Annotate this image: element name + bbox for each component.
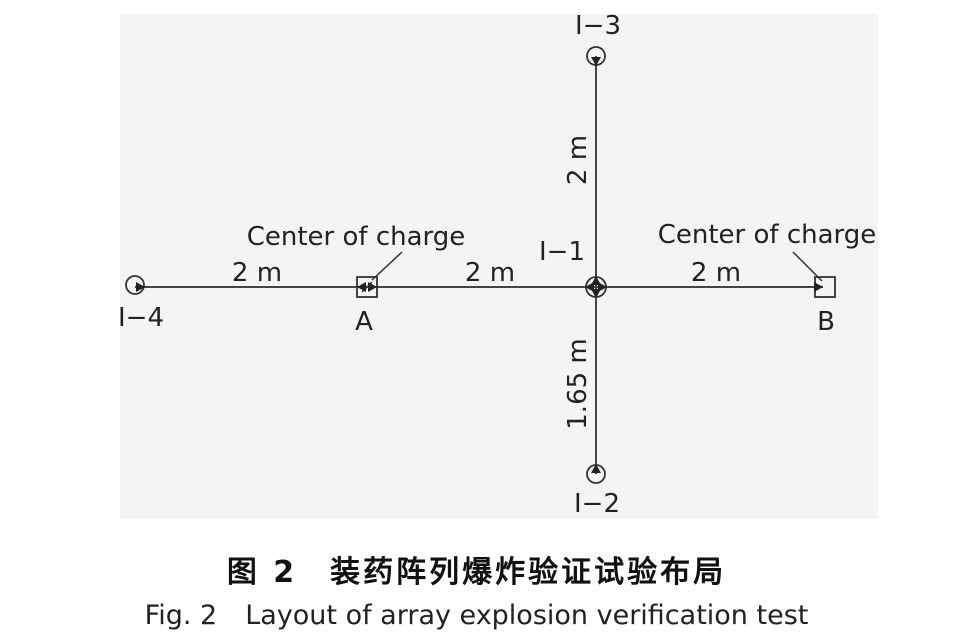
gauge-i3-label: I−3 xyxy=(575,11,621,41)
charge-b-label: B xyxy=(817,307,835,337)
gauge-i4-marker xyxy=(125,275,145,295)
leader-line-a xyxy=(371,251,403,281)
charge-b-marker xyxy=(814,276,836,298)
charge-a-marker xyxy=(356,276,378,298)
caption-english-title: Layout of array explosion verification t… xyxy=(245,600,809,631)
caption-chinese: 图 2 装药阵列爆炸验证试验布局 xyxy=(226,555,727,590)
center-of-charge-label-b: Center of charge xyxy=(658,220,877,250)
diagram-background xyxy=(120,14,878,519)
gauge-i1-label: I−1 xyxy=(539,237,585,267)
caption-english: Fig. 2 Layout of array explosion verifica… xyxy=(0,600,953,631)
caption-figure-number: Fig. 2 xyxy=(144,600,218,631)
center-of-charge-label-a: Center of charge xyxy=(247,222,466,252)
gauge-i2-label: I−2 xyxy=(574,489,620,519)
leader-line-b xyxy=(792,251,823,282)
gauge-i3-marker xyxy=(586,46,606,66)
layout-diagram: I−3 I−1 I−4 I−2 A B Center of charge Cen… xyxy=(118,11,877,519)
charge-a-label: A xyxy=(355,307,373,337)
gauge-i4-label: I−4 xyxy=(118,303,164,333)
distance-i1-to-b: 2 m xyxy=(691,258,741,288)
gauge-i1-marker xyxy=(585,276,607,298)
distance-i1-to-i3: 2 m xyxy=(563,135,593,185)
distance-a-to-i1: 2 m xyxy=(465,258,515,288)
distance-i4-to-a: 2 m xyxy=(232,258,282,288)
distance-i1-to-i2: 1.65 m xyxy=(563,338,593,429)
gauge-i2-marker xyxy=(586,464,606,484)
